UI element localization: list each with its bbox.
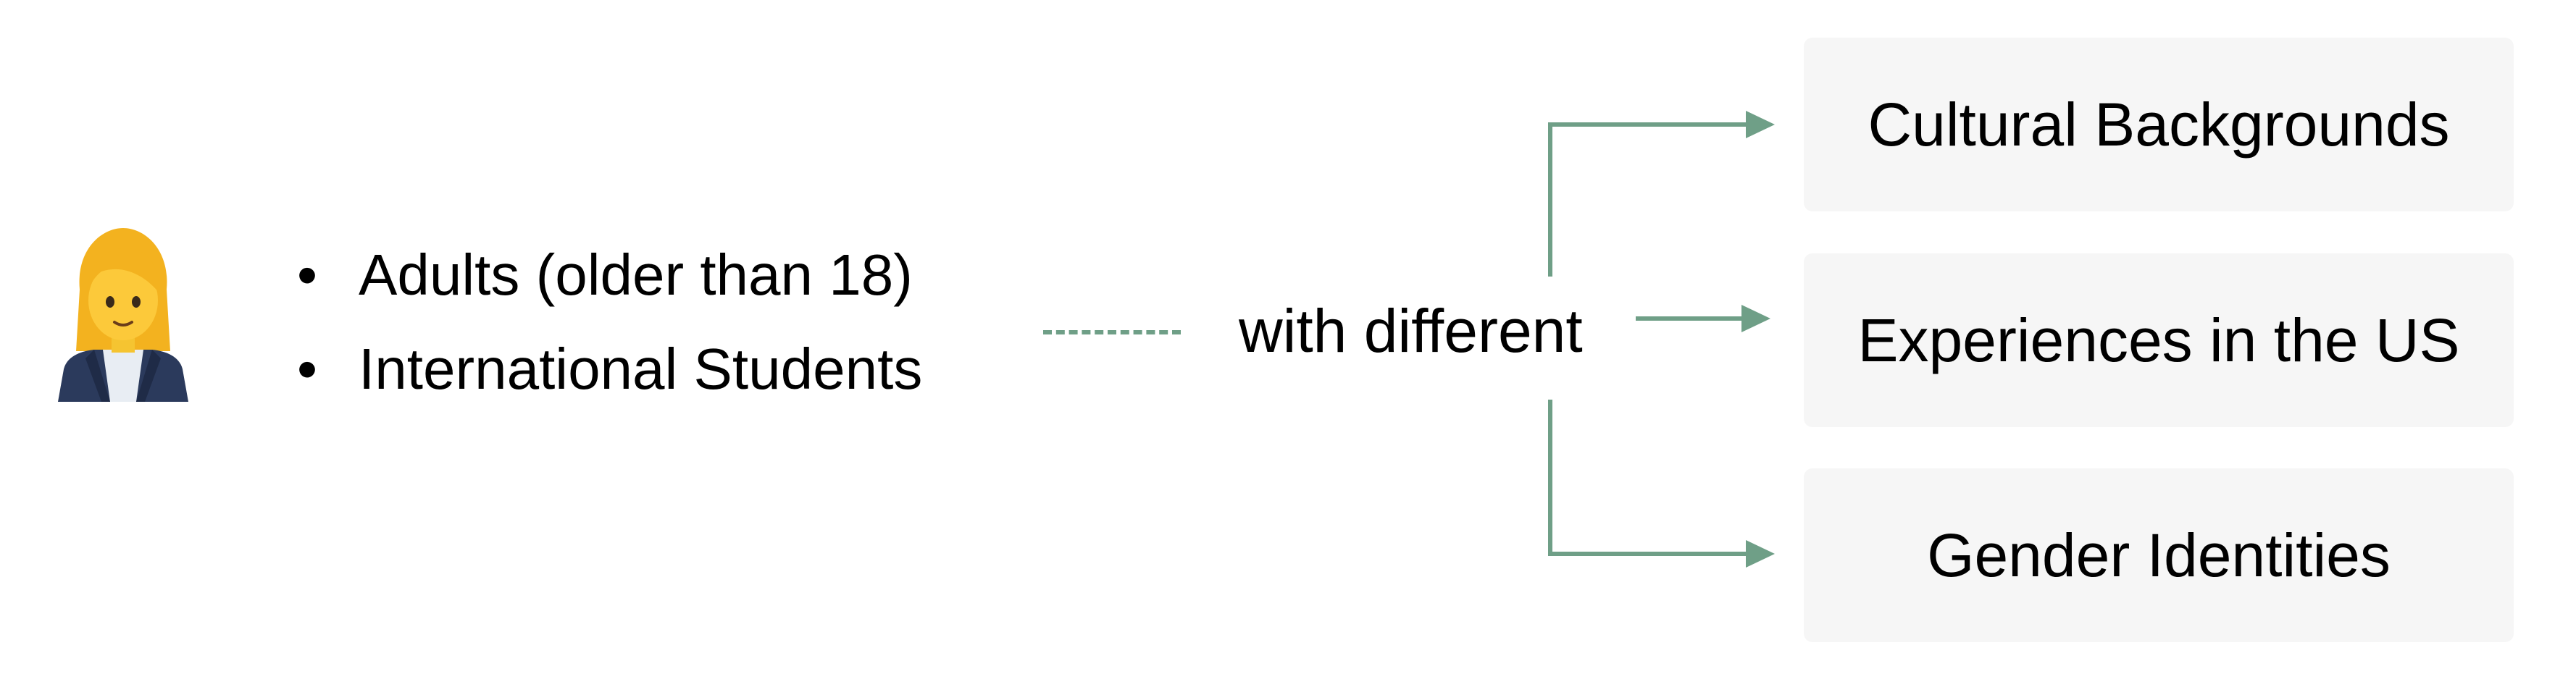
- woman-office-worker-icon: [58, 228, 188, 402]
- arrow-to-gender-identities: [1548, 400, 1775, 568]
- criteria-item-international-students: • International Students: [297, 340, 922, 398]
- criteria-label: International Students: [359, 337, 923, 401]
- criteria-item-adults: • Adults (older than 18): [297, 246, 922, 304]
- category-label: Cultural Backgrounds: [1868, 90, 2450, 159]
- category-box-cultural-backgrounds: Cultural Backgrounds: [1804, 38, 2514, 211]
- criteria-label: Adults (older than 18): [359, 243, 913, 307]
- bullet-icon: •: [297, 243, 318, 307]
- category-label: Experiences in the US: [1857, 306, 2460, 374]
- dotted-connector: [1043, 330, 1181, 334]
- connector-label: with different: [1239, 297, 1583, 365]
- category-box-experiences-in-the-us: Experiences in the US: [1804, 253, 2514, 427]
- arrow-to-cultural-backgrounds: [1548, 111, 1775, 277]
- bullet-icon: •: [297, 337, 318, 401]
- category-label: Gender Identities: [1927, 521, 2391, 589]
- criteria-list: • Adults (older than 18) • International…: [297, 246, 922, 434]
- arrow-to-experiences-in-the-us: [1636, 305, 1770, 332]
- category-box-gender-identities: Gender Identities: [1804, 468, 2514, 642]
